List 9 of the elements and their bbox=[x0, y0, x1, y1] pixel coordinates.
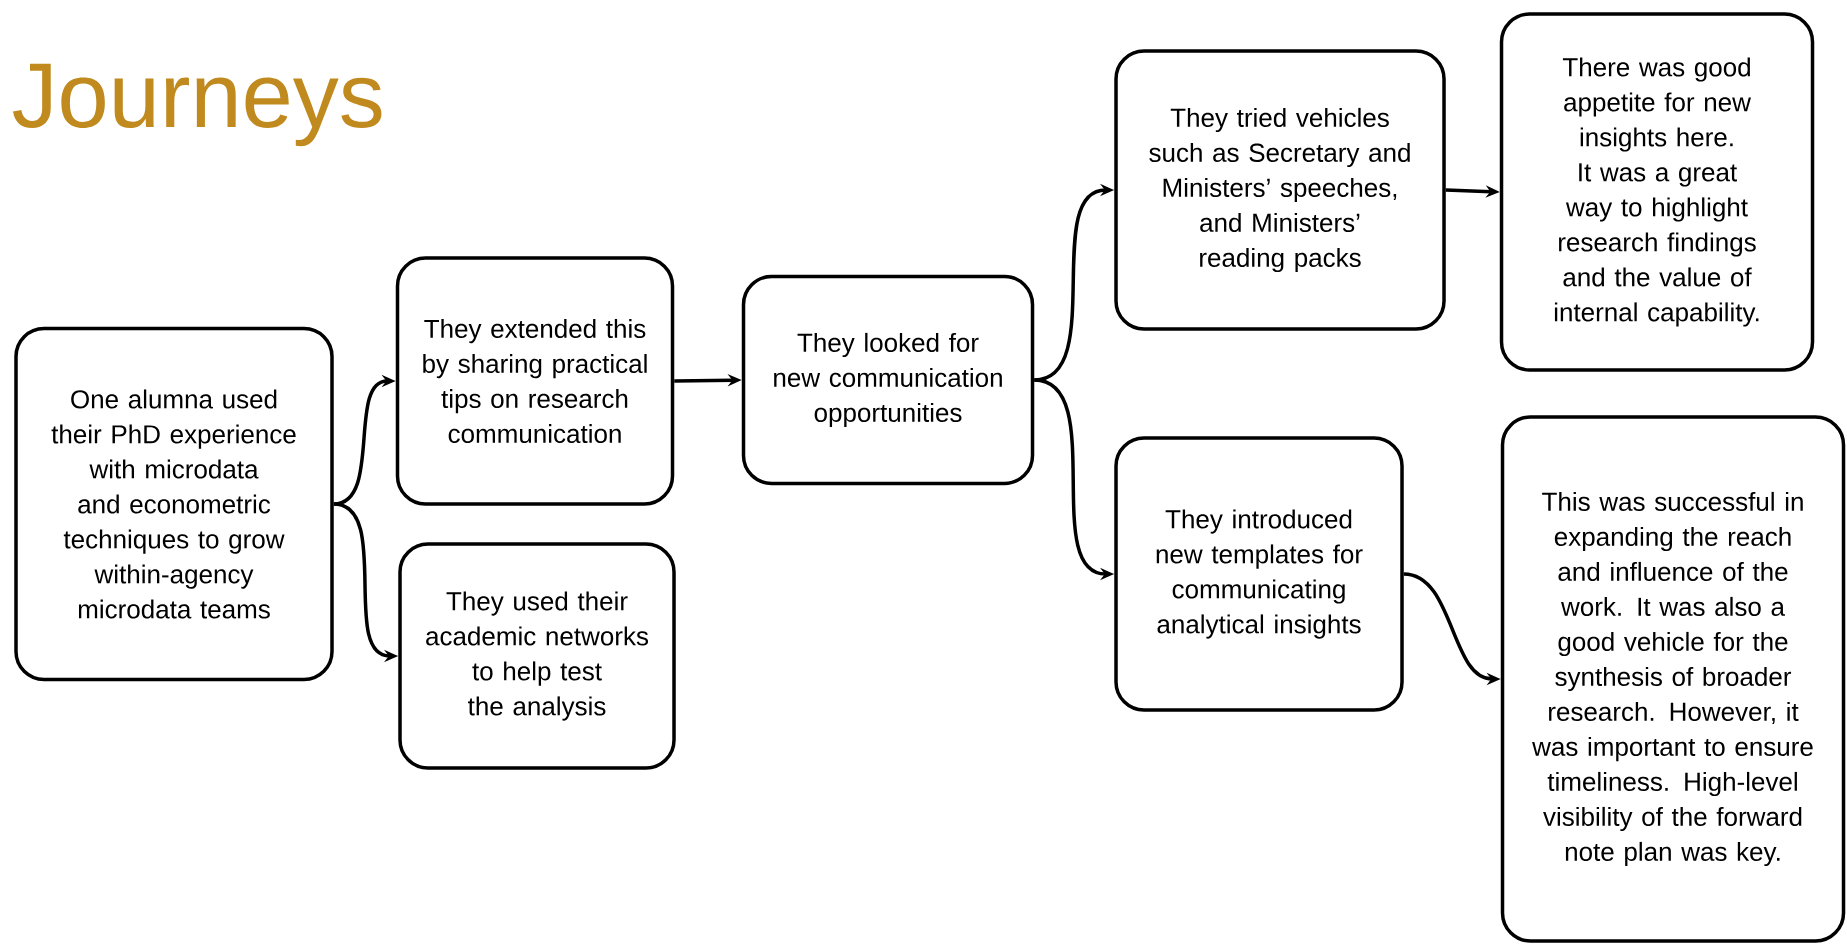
text-box: There was good appetite for new insights here. It was a great way to highlight research findings and the value of internal capability. bbox=[1499, 12, 1815, 372]
text-box: This was successful in expanding the reach and influence of the work. It was also a good vehicle for the synthesis of broader research. However, it was important to ensure timeliness. High-level visibility of the forward note plan was key. bbox=[1500, 415, 1846, 943]
text-box: They used their academic networks to help test the analysis bbox=[398, 542, 676, 770]
text-box: They extended this by sharing practical tips on research communication bbox=[395, 256, 675, 506]
text-box: They introduced new templates for communicating analytical insights bbox=[1114, 436, 1404, 712]
title: Journeys bbox=[13, 63, 382, 147]
text-box: They looked for new communication opportunities bbox=[741, 274, 1035, 486]
text-box: They tried vehicles such as Secretary and Ministers’ speeches, and Ministers’ reading packs bbox=[1114, 49, 1446, 331]
text-box: One alumna used their PhD experience with microdata and econometric techniques to grow within-agency microdata teams bbox=[14, 326, 334, 682]
